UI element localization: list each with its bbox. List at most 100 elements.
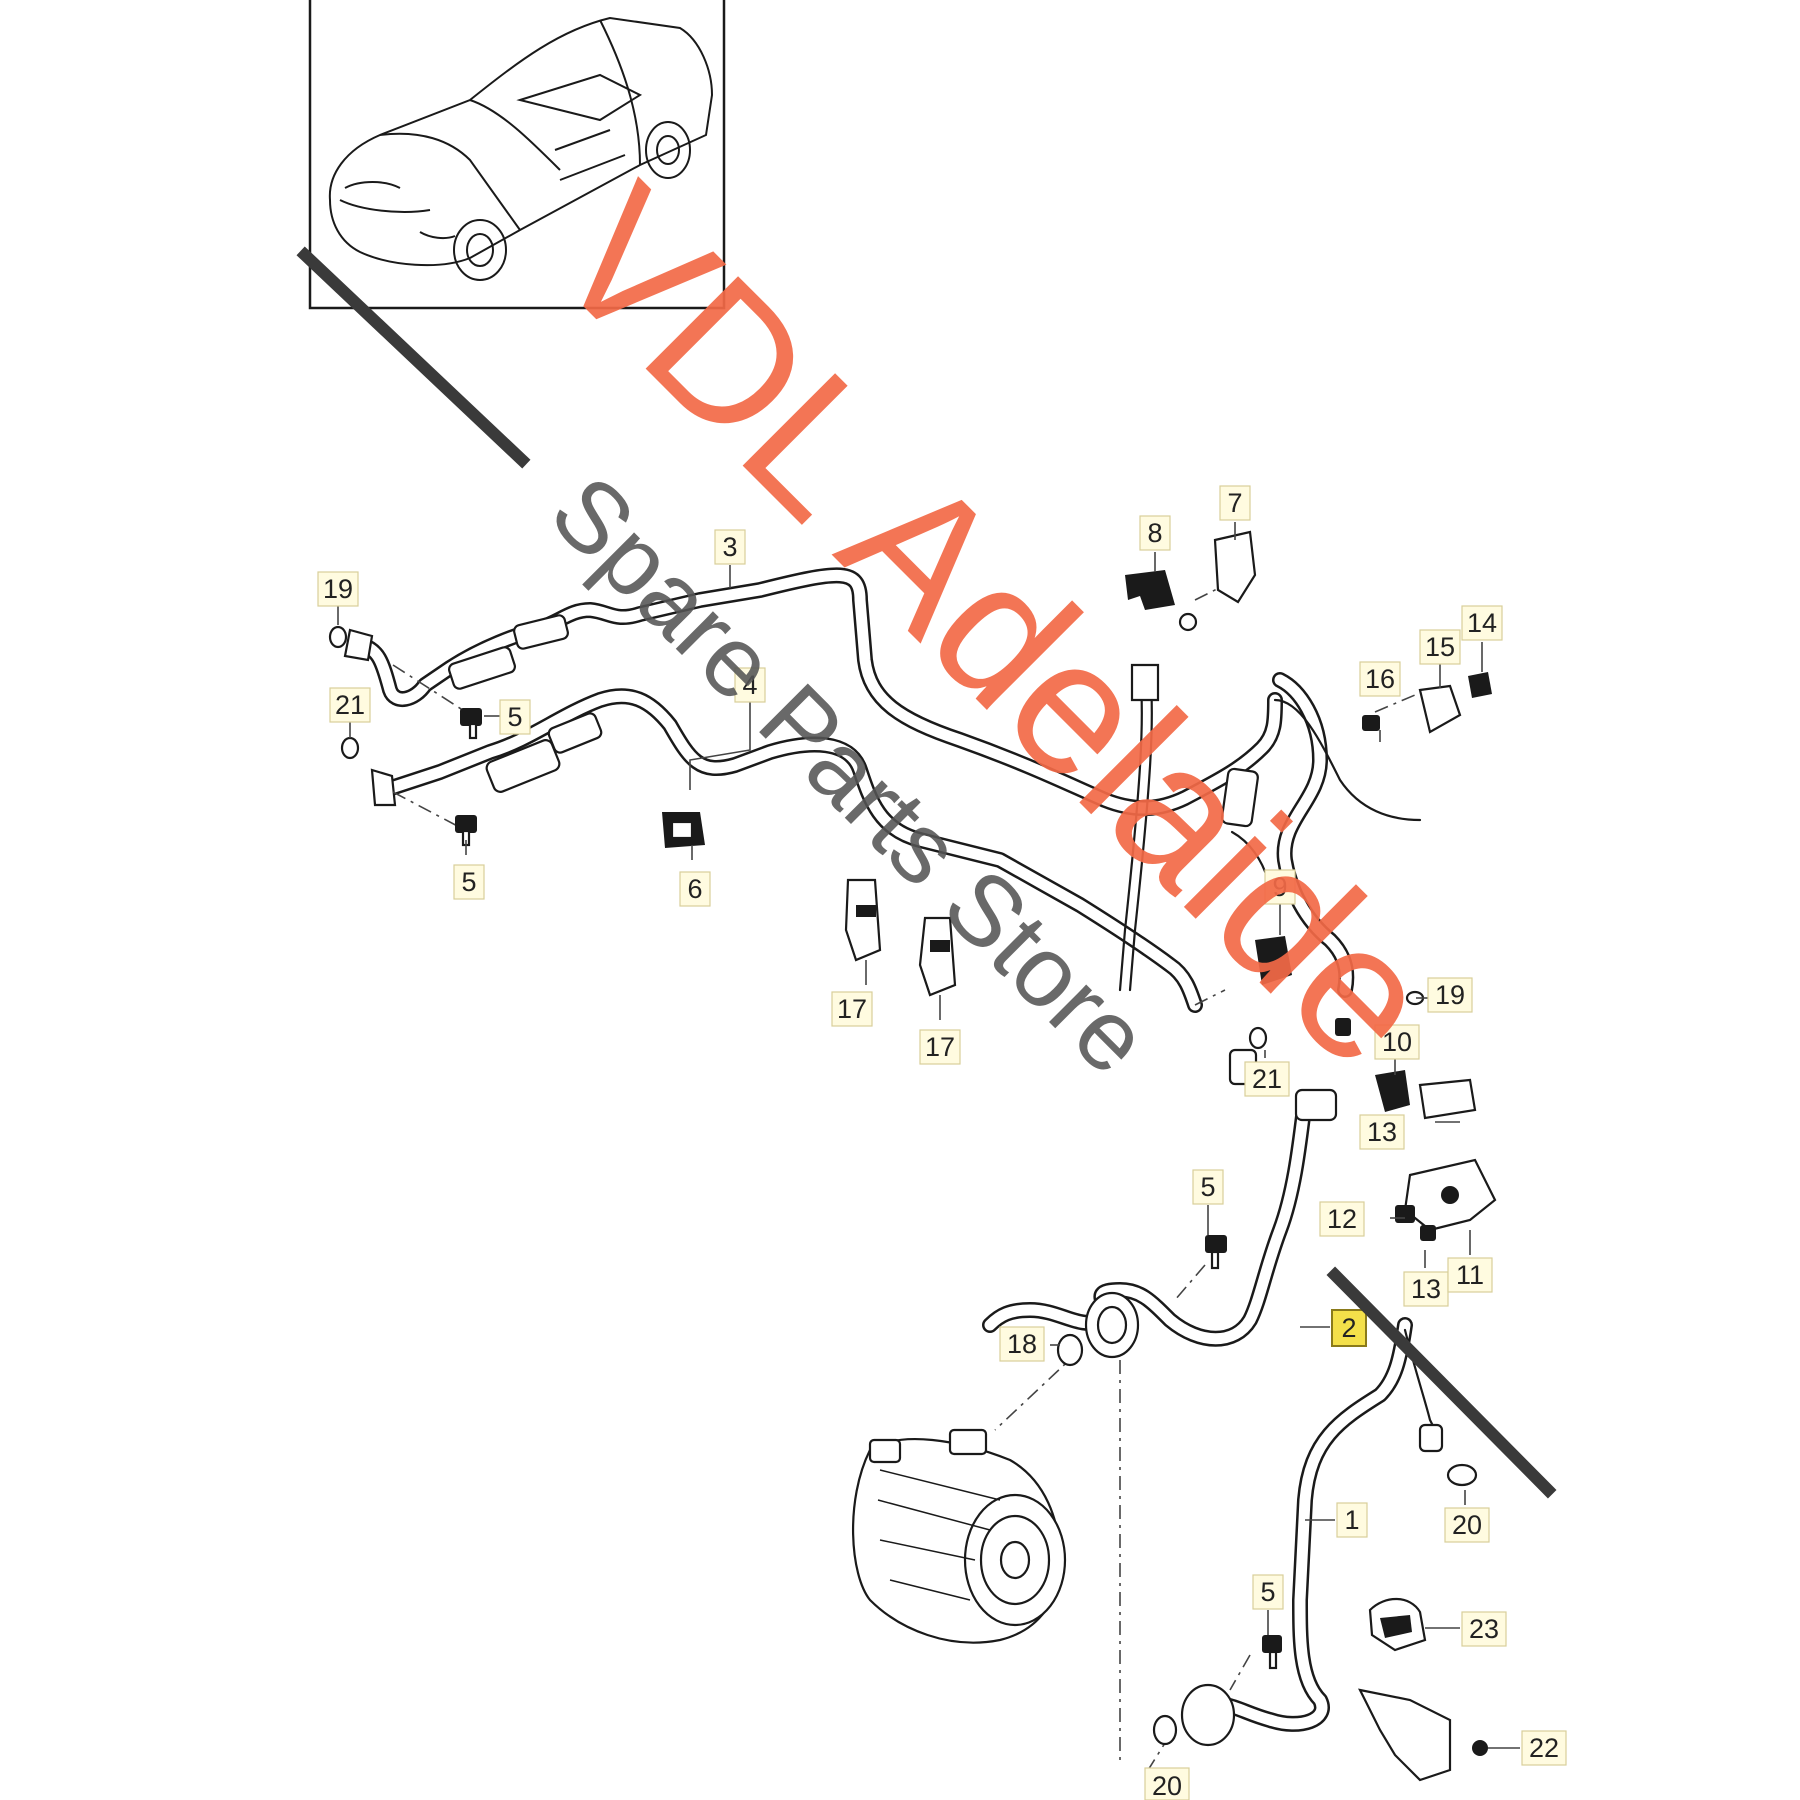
callout-20b: 20	[1144, 1767, 1190, 1800]
clip-17a	[844, 878, 882, 962]
callout-21a: 21	[329, 687, 371, 723]
callout-19b: 19	[1427, 977, 1473, 1013]
watermark-bar-bottom	[1326, 1266, 1557, 1499]
callout-labels: 19 21 5 5 3 4 6 17 17 8 7 9 16 15 14 19 …	[317, 485, 1567, 1800]
callout-7: 7	[1219, 485, 1251, 521]
callout-17b-text: 17	[925, 1032, 955, 1062]
callout-5d-text: 5	[1260, 1577, 1275, 1607]
car-illustration	[328, 16, 714, 281]
bracket-8	[1125, 570, 1198, 632]
watermark: VDL Adelaide Spare Parts Store	[296, 147, 1557, 1499]
clip-17b	[918, 916, 957, 997]
callout-12-text: 12	[1327, 1204, 1357, 1234]
callout-17a-text: 17	[837, 994, 867, 1024]
callout-18-text: 18	[1007, 1329, 1037, 1359]
callout-10-text: 10	[1382, 1027, 1412, 1057]
callout-12: 12	[1319, 1201, 1365, 1237]
callout-2: 2	[1331, 1309, 1367, 1347]
callout-15-text: 15	[1425, 632, 1455, 662]
bolt-13b	[1420, 1225, 1436, 1241]
bolt-5a	[460, 708, 482, 740]
callout-3: 3	[714, 529, 746, 565]
callout-5d: 5	[1252, 1574, 1284, 1610]
callout-5b-text: 5	[461, 867, 476, 897]
callout-5a-text: 5	[507, 702, 522, 732]
callout-19b-text: 19	[1435, 980, 1465, 1010]
vehicle-inset	[308, 0, 726, 310]
bolt-5c	[1205, 1235, 1227, 1270]
clamp-23	[1368, 1597, 1427, 1652]
callout-15: 15	[1419, 629, 1461, 665]
clip-12	[1395, 1205, 1415, 1223]
bracket-10	[1375, 1070, 1477, 1120]
callout-9: 9	[1264, 869, 1296, 905]
callout-6: 6	[679, 871, 711, 907]
callout-17b: 17	[919, 1029, 961, 1065]
bolt-16	[1362, 715, 1380, 731]
leader-lines	[337, 522, 1520, 1749]
callout-19a-text: 19	[323, 574, 353, 604]
callout-22: 22	[1521, 1730, 1567, 1766]
callout-4: 4	[734, 667, 766, 703]
callout-7-text: 7	[1227, 488, 1242, 518]
callout-5a: 5	[499, 699, 531, 735]
line-1	[1180, 1317, 1444, 1747]
callout-14-text: 14	[1467, 608, 1497, 638]
o-ring-18	[1056, 1333, 1084, 1367]
callout-11-text: 11	[1456, 1260, 1484, 1290]
callout-1: 1	[1336, 1502, 1368, 1538]
callout-13a-text: 13	[1367, 1117, 1397, 1147]
o-ring-20b	[1152, 1714, 1178, 1746]
callout-6-text: 6	[687, 874, 702, 904]
callout-9-text: 9	[1272, 872, 1287, 902]
line-4	[370, 688, 1259, 1086]
callout-21b-text: 21	[1252, 1064, 1282, 1094]
bracket-15	[1418, 684, 1462, 734]
callout-21a-text: 21	[335, 690, 365, 720]
callout-13b-text: 13	[1411, 1274, 1441, 1304]
callout-10: 10	[1374, 1024, 1420, 1060]
callout-3-text: 3	[722, 532, 737, 562]
callout-19a: 19	[317, 571, 359, 607]
ac-compressor	[851, 1428, 1067, 1644]
callout-5c: 5	[1192, 1169, 1224, 1205]
callout-8-text: 8	[1147, 518, 1162, 548]
clip-6	[662, 812, 705, 848]
callout-2-text: 2	[1341, 1313, 1356, 1343]
o-ring-21b	[1248, 1026, 1268, 1050]
callout-16: 16	[1359, 661, 1401, 697]
callout-22-text: 22	[1529, 1733, 1559, 1763]
callout-23: 23	[1461, 1611, 1507, 1647]
grommet-14	[1468, 672, 1492, 698]
callout-23-text: 23	[1469, 1614, 1499, 1644]
o-ring-21a	[340, 736, 360, 760]
callout-21b: 21	[1244, 1061, 1290, 1097]
callout-14: 14	[1461, 605, 1503, 641]
holder-11	[1403, 1158, 1497, 1232]
bracket-7	[1213, 530, 1257, 604]
callout-20b-text: 20	[1152, 1771, 1182, 1800]
callout-8: 8	[1139, 515, 1171, 551]
branch-lines	[1118, 663, 1422, 998]
callout-13a: 13	[1359, 1114, 1405, 1150]
bolt-13a	[1335, 1018, 1351, 1036]
bracket-22	[1358, 1688, 1488, 1782]
callout-5b: 5	[453, 864, 485, 900]
callout-5c-text: 5	[1200, 1172, 1215, 1202]
o-ring-20a	[1446, 1463, 1478, 1487]
callout-4-text: 4	[742, 670, 757, 700]
line-3	[343, 567, 1283, 816]
callout-18: 18	[999, 1326, 1045, 1362]
o-ring-19a	[328, 625, 348, 649]
small-parts	[328, 530, 1497, 1782]
callout-16-text: 16	[1365, 664, 1395, 694]
watermark-bar-top	[296, 246, 531, 469]
callout-20a-text: 20	[1452, 1510, 1482, 1540]
bracket-9	[1255, 936, 1292, 985]
callout-17a: 17	[831, 991, 873, 1027]
callout-11: 11	[1447, 1257, 1493, 1293]
callout-20a: 20	[1444, 1507, 1490, 1543]
bolt-5d	[1262, 1635, 1282, 1670]
callout-13b: 13	[1403, 1271, 1449, 1307]
